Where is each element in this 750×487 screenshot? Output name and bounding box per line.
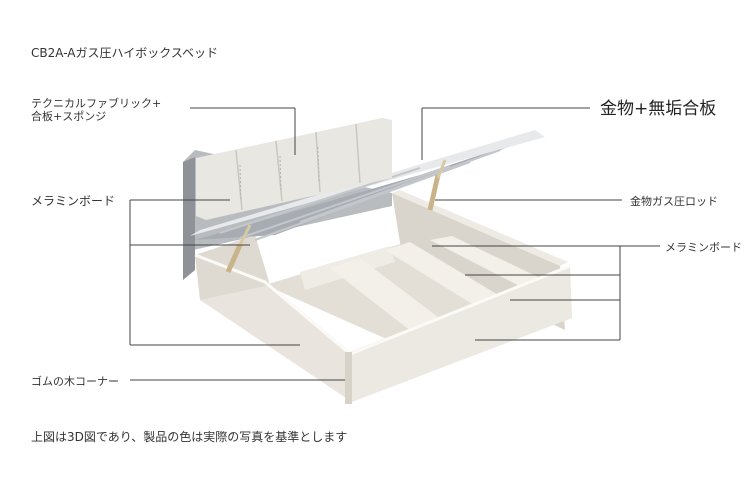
footer-note: 上図は3D図であり、製品の色は実際の写真を基準とします — [31, 430, 348, 444]
callout-fabric-line2: 合板+スポンジ — [31, 110, 107, 123]
callout-metal-stainless: 金物+無垢合板 — [600, 99, 717, 119]
box-front-right-wall — [350, 265, 572, 402]
back-panel-side — [183, 157, 195, 280]
callout-melamine-right: メラミンボード — [665, 241, 742, 254]
callout-leaders — [129, 107, 660, 381]
divider-4 — [430, 236, 555, 293]
callout-rubber-corner: ゴムの木コーナー — [31, 375, 119, 388]
divider-2 — [330, 258, 455, 342]
divider-3 — [385, 242, 515, 315]
product-title: CB2A-Aガス圧ハイボックスベッド — [31, 46, 219, 60]
gas-rod-left — [225, 224, 252, 274]
callout-fabric-line1: テクニカルファブリック+ — [31, 97, 162, 110]
gas-rod-right — [427, 159, 447, 211]
callout-gas-rod: 金物ガス圧ロッド — [630, 195, 718, 208]
box-right-wall-top — [392, 190, 568, 266]
callout-melamine-left: メラミンボード — [31, 194, 116, 208]
rubber-wood-corner — [345, 352, 352, 404]
headboard-cushion — [196, 118, 392, 220]
